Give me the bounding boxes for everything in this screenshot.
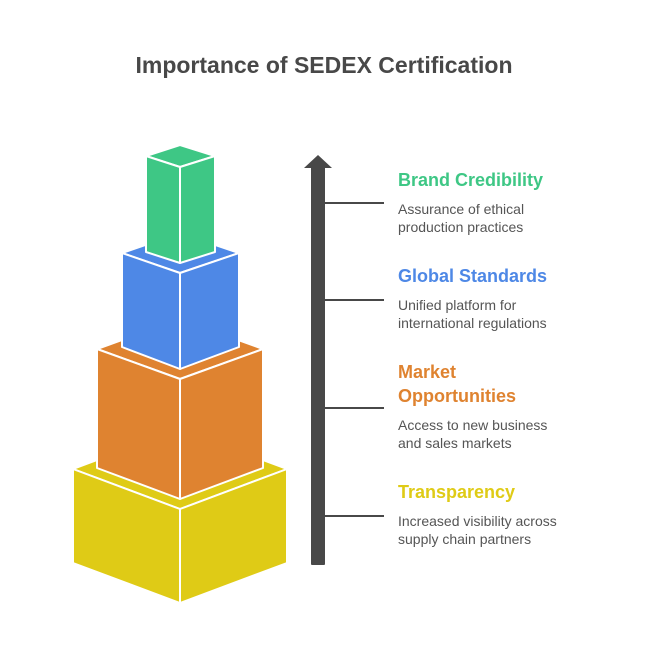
cube-brand-credibility [145, 144, 216, 264]
level-desc-line: international regulations [398, 315, 547, 331]
level-desc-line: Assurance of ethical [398, 201, 525, 217]
level-desc-line: and sales markets [398, 435, 512, 451]
cube-global-standards [121, 232, 240, 370]
diagram-title: Importance of SEDEX Certification [135, 52, 513, 78]
level-heading: Global Standards [398, 266, 548, 286]
level-desc-line: supply chain partners [398, 531, 532, 547]
level-heading: Transparency [398, 482, 516, 502]
level-market-opportunities: Market Opportunities Access to new busin… [398, 360, 547, 452]
level-desc-line: Unified platform for [398, 297, 517, 313]
connector-lines [325, 202, 384, 517]
level-brand-credibility: Brand Credibility Assurance of ethical pr… [398, 168, 618, 236]
level-global-standards: Global Standards Unified platform for int… [398, 264, 618, 332]
level-desc-line: Access to new business [398, 417, 548, 433]
level-heading: Brand Credibility [398, 170, 544, 190]
level-desc-line: Increased visibility across [398, 513, 557, 529]
importance-arrow [304, 155, 332, 565]
level-desc-line: production practices [398, 219, 524, 235]
level-heading: Market Opportunities [398, 362, 516, 406]
level-transparency: Transparency Increased visibility across… [398, 480, 618, 548]
